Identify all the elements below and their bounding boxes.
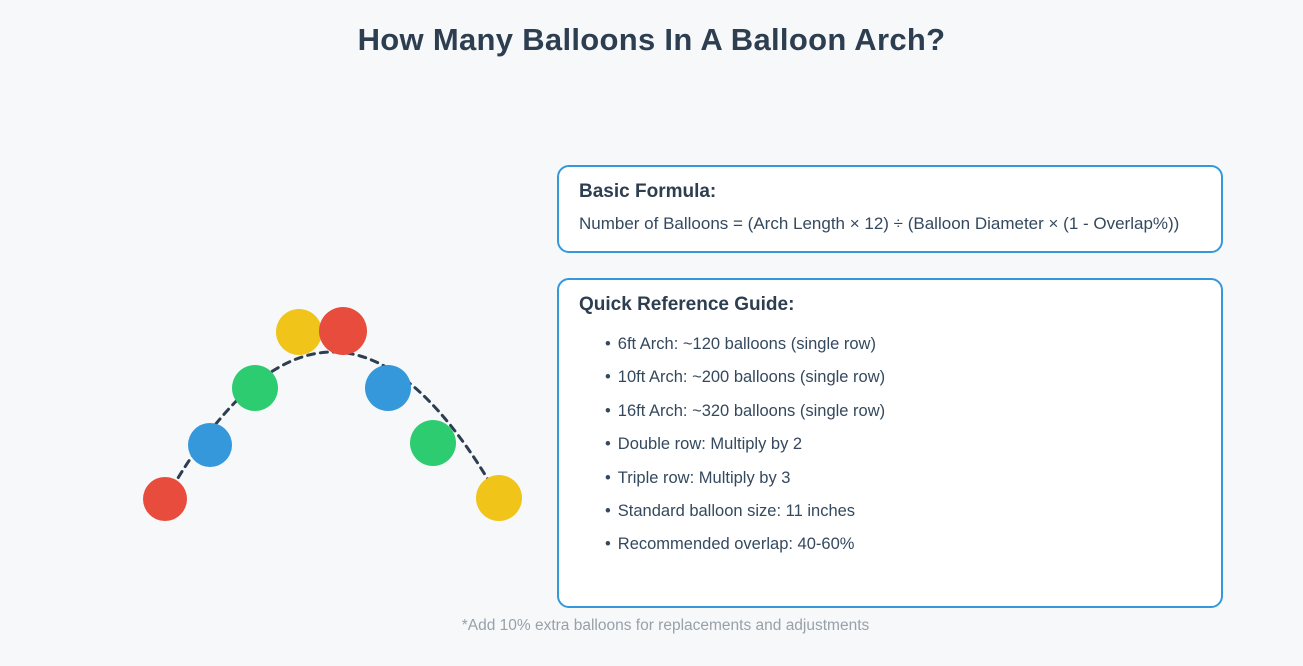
page-title: How Many Balloons In A Balloon Arch?: [357, 22, 946, 57]
balloon-blue-1: [188, 423, 232, 467]
balloon-green-2: [410, 420, 456, 466]
reference-item: Standard balloon size: 11 inches: [605, 495, 1201, 528]
formula-text: Number of Balloons = (Arch Length × 12) …: [579, 214, 1180, 233]
reference-card-heading: Quick Reference Guide:: [579, 294, 795, 315]
reference-card: Quick Reference Guide: 6ft Arch: ~120 ba…: [557, 278, 1223, 608]
reference-item: Double row: Multiply by 2: [605, 428, 1201, 461]
reference-item: Recommended overlap: 40-60%: [605, 528, 1201, 561]
balloon-green-1: [232, 365, 278, 411]
balloon-arch-diagram: [143, 307, 522, 521]
reference-item: 10ft Arch: ~200 balloons (single row): [605, 361, 1201, 394]
balloon-red-1: [143, 477, 187, 521]
formula-card: Basic Formula: Number of Balloons = (Arc…: [557, 165, 1223, 253]
balloons-group: [143, 307, 522, 521]
balloon-yellow-1: [276, 309, 322, 355]
reference-list: 6ft Arch: ~120 balloons (single row)10ft…: [579, 328, 1201, 562]
footnote: *Add 10% extra balloons for replacements…: [461, 617, 870, 634]
balloon-blue-2: [365, 365, 411, 411]
balloon-red-2: [319, 307, 367, 355]
formula-card-heading: Basic Formula:: [579, 181, 717, 202]
reference-item: Triple row: Multiply by 3: [605, 462, 1201, 495]
reference-item: 16ft Arch: ~320 balloons (single row): [605, 395, 1201, 428]
reference-item: 6ft Arch: ~120 balloons (single row): [605, 328, 1201, 361]
balloon-yellow-2: [476, 475, 522, 521]
